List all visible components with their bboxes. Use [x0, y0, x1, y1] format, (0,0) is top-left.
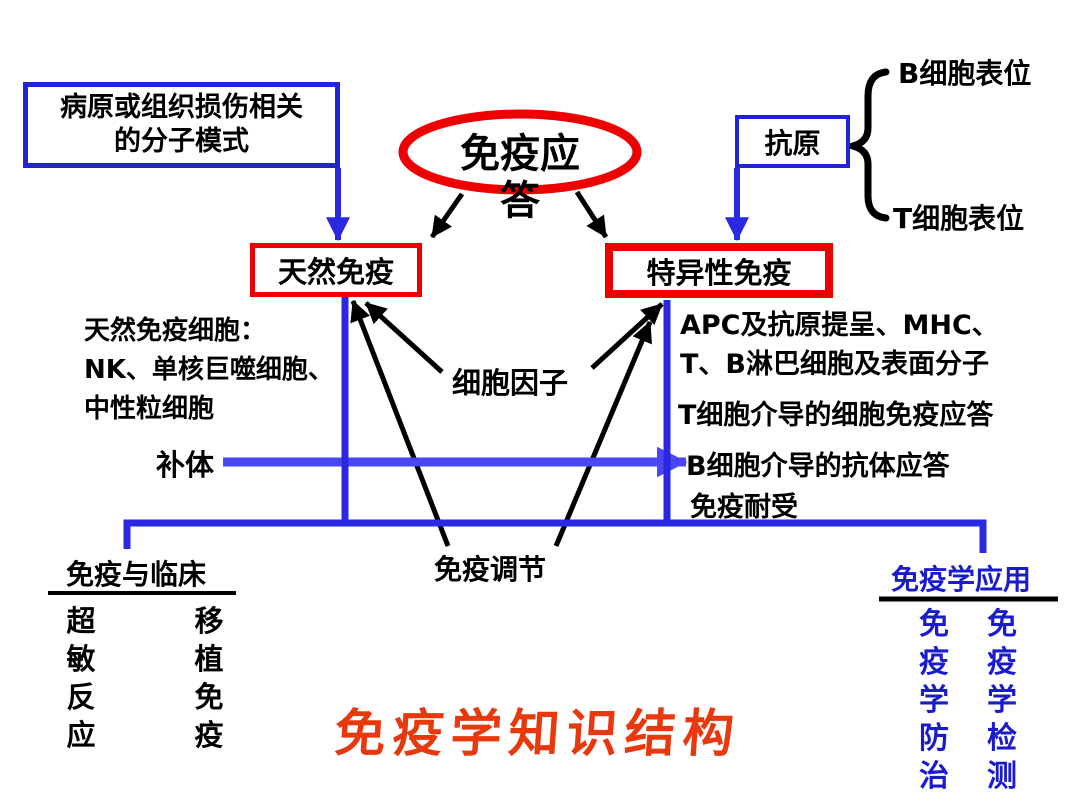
antigen-box: 抗原	[735, 115, 850, 168]
apc-note: APC及抗原提呈、MHC、 T、B淋巴细胞及表面分子	[680, 306, 999, 384]
detection-vertical-label: 免疫学检测	[987, 607, 1017, 794]
apc-note-line1: APC及抗原提呈、MHC、	[680, 310, 999, 341]
pathogen-box: 病原或组织损伤相关 的分子模式	[23, 82, 340, 168]
immune-response-ellipse	[398, 109, 642, 195]
response-to-specific-arrow	[574, 190, 609, 239]
regulation-to-innate-arrow	[350, 300, 451, 547]
hypersensitivity-vertical-label: 超敏反应	[66, 604, 96, 752]
innate-immunity-box: 天然免疫	[250, 243, 422, 297]
t-cell-response-label: T细胞介导的细胞免疫应答	[678, 400, 994, 431]
transplant-vertical-label: 移植免疫	[194, 604, 224, 752]
innate-cells-line2: NK、单核巨噬细胞、	[84, 355, 334, 385]
cytokines-to-specific-arrow	[590, 302, 664, 370]
innate-cells-note: 天然免疫细胞： NK、单核巨噬细胞、 中性粒细胞	[84, 312, 334, 429]
b-cell-response-label: B细胞介导的抗体应答	[686, 451, 950, 482]
pathogen-box-line2: 的分子模式	[114, 126, 249, 157]
tolerance-label: 免疫耐受	[690, 492, 798, 523]
innate-cells-line1: 天然免疫细胞：	[84, 316, 267, 346]
prevention-vertical-label: 免疫学防治	[919, 607, 949, 794]
immune-response-label: 免疫应 答	[460, 131, 580, 224]
clinical-heading: 免疫与临床	[66, 558, 207, 591]
slide-title: 免疫学知识结构	[332, 705, 743, 764]
t-cell-epitope-label: T细胞表位	[893, 202, 1025, 235]
b-cell-epitope-label: B细胞表位	[898, 57, 1032, 90]
innate-cells-line3: 中性粒细胞	[84, 394, 215, 424]
application-heading: 免疫学应用	[891, 563, 1032, 596]
regulation-label: 免疫调节	[434, 553, 547, 586]
cytokines-label: 细胞因子	[452, 366, 569, 400]
bottom-rail-line	[123, 519, 987, 553]
apc-note-line2: T、B淋巴细胞及表面分子	[680, 349, 989, 380]
epitope-brace	[839, 68, 890, 222]
specific-immunity-box: 特异性免疫	[605, 243, 833, 298]
pathogen-box-line1: 病原或组织损伤相关	[60, 92, 303, 123]
regulation-to-specific-arrow	[553, 321, 653, 547]
cytokines-to-innate-arrow	[364, 301, 444, 374]
response-to-innate-arrow	[429, 192, 465, 239]
complement-label: 补体	[156, 448, 215, 482]
